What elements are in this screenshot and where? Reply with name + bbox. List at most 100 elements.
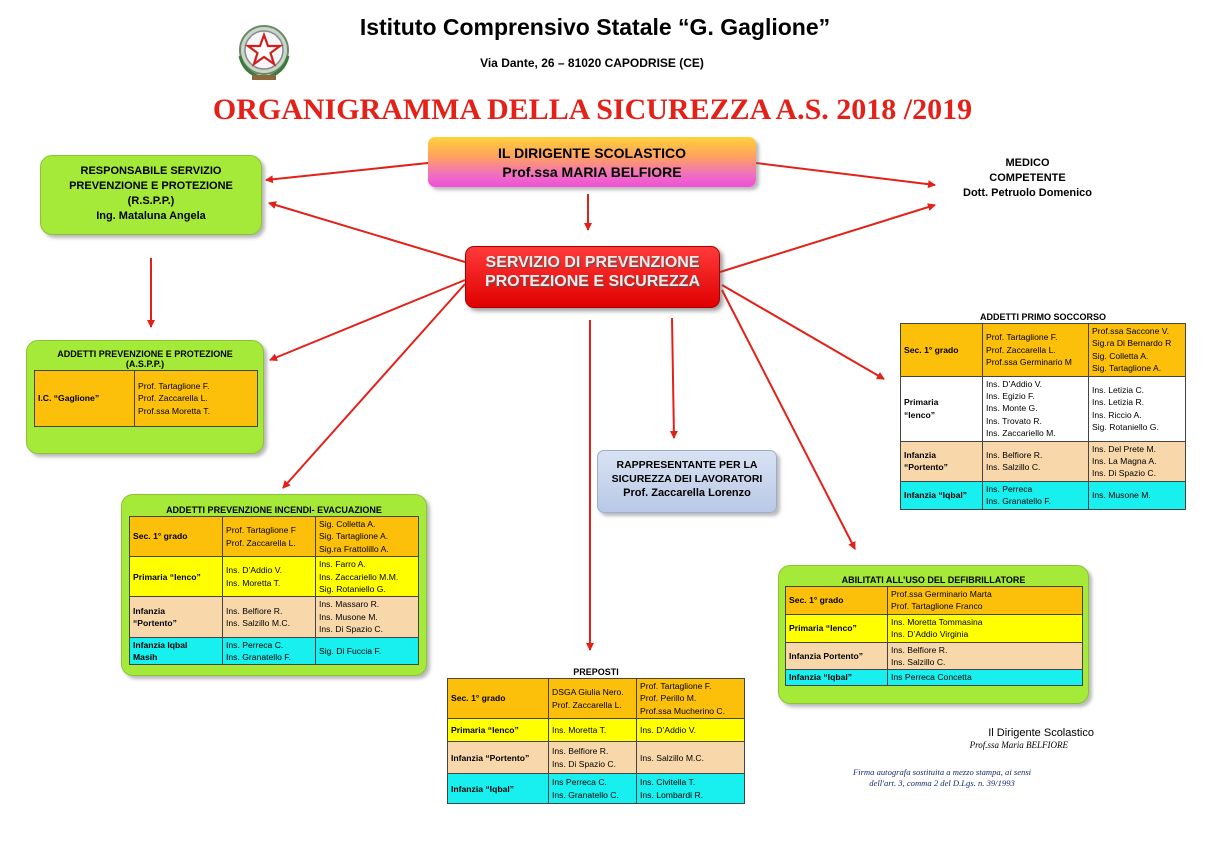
list-item: Ins. Moretta Tommasina (891, 616, 983, 627)
list-item: Ins Perreca Concetta (891, 672, 972, 683)
table-row: Sec. 1° grado DSGA Giulia Nero.Prof. Zac… (447, 677, 745, 720)
cell: Ins. Salzillo M.C. (636, 741, 745, 775)
list-item: Sig. Colletta A. (1092, 350, 1149, 361)
row-label: Primaria “Ienco” (447, 718, 549, 743)
list-item: Ins. Riccio A. (1092, 409, 1142, 420)
list-item: Sig. Di Fuccia F. (319, 645, 382, 656)
list-item: Ins. Monte G. (986, 403, 1038, 414)
list-item: Ins. Lombardi R. (640, 789, 704, 800)
italian-republic-emblem-icon (238, 25, 290, 80)
cell: Ins. Massaro R.Ins. Musone M.Ins. Di Spa… (315, 596, 419, 638)
rls-box: RAPPRESENTANTE PER LA SICUREZZA DEI LAVO… (597, 450, 777, 513)
dirigente-role: IL DIRIGENTE SCOLASTICO (498, 145, 686, 161)
list-item: Ins. Belfiore R. (226, 605, 283, 616)
list-item: Prof. Tartaglione F. (640, 681, 712, 691)
list-item: Ins. Di Spazio C. (1092, 468, 1156, 479)
spps-line-2: PROTEZIONE E SICUREZZA (484, 273, 701, 290)
signature-note: Firma autografa sostituita a mezzo stamp… (822, 767, 1062, 789)
aspp-subtitle: (A.S.P.P.) (125, 359, 165, 369)
soccorso-section: ADDETTI PRIMO SOCCORSO Sec. 1° grado Pro… (900, 312, 1186, 510)
dirigente-name: Prof.ssa MARIA BELFIORE (502, 164, 682, 180)
cell: Prof. Tartaglione F.Prof. Perillo M.Prof… (636, 677, 745, 720)
list-item: Ins. D’Addio V. (640, 725, 697, 736)
list-item: Prof. Tartaglione Franco (891, 601, 983, 612)
list-item: Ins. Belfiore R. (891, 644, 948, 655)
aspp-table: I.C. “Gaglione” Prof. Tartaglione F. Pro… (34, 370, 258, 427)
cell: Ins. Belfiore R.Ins. Di Spazio C. (548, 741, 637, 775)
row-label: Infanzia“Portento” (900, 440, 983, 482)
cell: Ins. D’Addio V. (636, 718, 745, 743)
row-label: Sec. 1° grado (785, 586, 888, 615)
signature-note-line: Firma autografa sostituita a mezzo stamp… (852, 767, 1032, 777)
rls-name: Prof. Zaccarella Lorenzo (623, 487, 751, 499)
medico-line-2: COMPETENTE (989, 172, 1066, 184)
cell: Sig. Colletta A.Sig. Tartaglione A.Sig.r… (315, 515, 419, 558)
list-item: Ins. Musone M. (319, 611, 378, 622)
row-label-line: Infanzia Iqbal (133, 639, 188, 650)
cell: DSGA Giulia Nero.Prof. Zaccarella L. (548, 677, 637, 720)
cell: Prof. Tartaglione F.Prof. Zaccarella L.P… (982, 323, 1089, 377)
table-row: Infanzia “Iqbal” Ins Perreca Concetta (785, 669, 1083, 686)
soccorso-title: ADDETTI PRIMO SOCCORSO (979, 312, 1106, 322)
arrow-spps-to-defib (721, 289, 856, 550)
list-item: Prof.ssa Saccone V. (1092, 326, 1170, 336)
list-item: Sig. Colletta A. (319, 519, 376, 529)
school-address: Via Dante, 26 – 81020 CAPODRISE (CE) (480, 56, 704, 70)
arrow-spps-to-incendi (282, 283, 466, 489)
table-row: I.C. “Gaglione” Prof. Tartaglione F. Pro… (34, 370, 258, 427)
row-label: Sec. 1° grado (447, 677, 549, 720)
soccorso-table: Sec. 1° grado Prof. Tartaglione F.Prof. … (900, 323, 1186, 510)
list-item: Ins. Letizia R. (1092, 397, 1145, 408)
list-item: Prof. Zaccarella L. (226, 537, 296, 548)
cell: Ins. Farro A.Ins. Zaccariello M.M.Sig. R… (315, 556, 419, 598)
table-row: Primaria “Ienco” Ins. Moretta T. Ins. D’… (447, 718, 745, 743)
list-item: Ins. D’Addio Virginia (891, 629, 969, 640)
table-row: Infanzia“Portento” Ins. Belfiore R.Ins. … (900, 440, 1186, 482)
list-item: Prof.ssa Germinario M (986, 357, 1072, 368)
cell: Ins. Belfiore R. Ins. Salzillo C. (982, 440, 1089, 482)
rls-line-1: RAPPRESENTANTE PER LA (616, 459, 758, 471)
row-label-line: “Portento” (904, 462, 948, 473)
list-item: Ins. Farro A. (319, 559, 366, 570)
row-label: Primaria “Ienco” (129, 556, 223, 598)
list-item: Ins. Massaro R. (319, 599, 380, 610)
rls-line-2: SICUREZZA DEI LAVORATORI (611, 473, 763, 485)
rspp-line-3: (R.S.P.P.) (127, 195, 175, 207)
list-item: Ins. Civitella T. (640, 777, 696, 788)
list-item: Sig. Rotaniello G. (319, 584, 386, 595)
row-label-line: Infanzia (133, 605, 165, 616)
cell: Ins. Civitella T.Ins. Lombardi R. (636, 773, 745, 805)
arrow-dirigente-to-rspp (265, 162, 429, 184)
cell: Sig. Di Fuccia F. (315, 636, 419, 666)
list-item: Prof. Zaccarella L. (986, 344, 1056, 355)
table-row: Infanzia Portento” Ins. Belfiore R.Ins. … (785, 641, 1083, 671)
arrow-spps-to-medico (719, 203, 936, 273)
cell: Ins Perreca Concetta (887, 669, 1083, 686)
list-item: Ins. Zaccariello M. (986, 428, 1056, 439)
rspp-box: RESPONSABILE SERVIZIO PREVENZIONE E PROT… (40, 155, 262, 235)
list-item: Ins. Belfiore R. (986, 449, 1043, 460)
list-item: Ins. Di Spazio C. (552, 758, 616, 769)
table-row: Sec. 1° grado Prof. Tartaglione F.Prof. … (900, 323, 1186, 377)
aspp-school: I.C. “Gaglione” (34, 370, 135, 427)
row-label-line: “Ienco” (904, 409, 936, 420)
list-item: Ins. Belfiore R. (552, 746, 609, 757)
table-row: Infanzia“Portento” Ins. Belfiore R.Ins. … (129, 596, 419, 638)
signature-title: Il Dirigente Scolastico (988, 727, 1094, 739)
list-item: Ins. D’Addio V. (986, 378, 1043, 389)
list-item: Ins. Salzillo C. (986, 462, 1041, 473)
rspp-line-2: PREVENZIONE E PROTEZIONE (69, 180, 233, 192)
list-item: Ins. Perreca C. (226, 639, 284, 650)
list-item: Ins. Salzillo C. (891, 657, 946, 668)
list-item: Ins. Salzillo M.C. (640, 752, 704, 763)
defib-box: ABILITATI ALL’USO DEL DEFIBRILLATORE Sec… (778, 565, 1089, 704)
arrow-spps-to-rspp (268, 201, 466, 263)
